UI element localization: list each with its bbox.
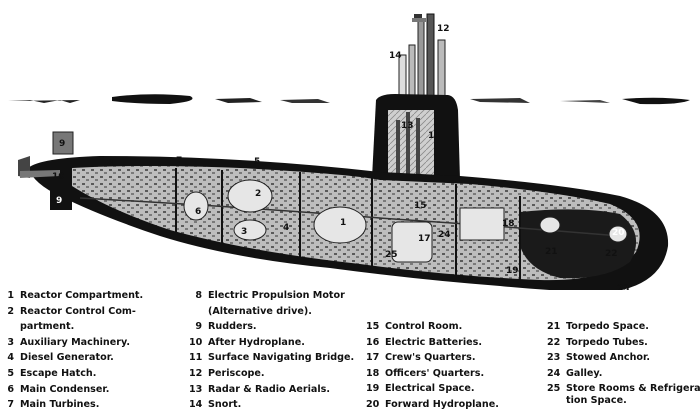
callout-4: 4 <box>283 223 289 233</box>
bulkheads <box>175 168 521 282</box>
callout-9: 9 <box>59 139 65 149</box>
stern-planes <box>18 131 74 210</box>
callout-14: 14 <box>389 51 402 61</box>
masts <box>398 13 446 101</box>
callout-16: 16 <box>461 275 474 285</box>
callout-11: 11 <box>428 131 441 141</box>
callout-17: 17 <box>418 234 431 244</box>
callout-20: 20 <box>612 228 625 238</box>
callout-7: 7 <box>176 156 182 166</box>
callout-8: 8 <box>107 159 113 169</box>
callout-12: 12 <box>437 24 450 34</box>
callout-10: 10 <box>52 172 65 182</box>
callout-2: 2 <box>255 189 261 199</box>
waterline <box>8 94 690 105</box>
callout-6: 6 <box>195 207 201 217</box>
forward-section <box>520 209 637 279</box>
callout-9b: 9 <box>56 196 62 206</box>
callout-18: 18 <box>502 219 515 229</box>
submarine-cutaway-illustration: 1 2 3 4 5 6 7 8 9 9 10 11 12 13 14 15 16… <box>8 13 690 290</box>
callout-19: 19 <box>506 266 519 276</box>
sail-interior <box>388 110 434 176</box>
callout-23: 23 <box>617 284 630 290</box>
callout-13: 13 <box>401 121 414 131</box>
legend-item: (Alternative drive). <box>208 305 312 317</box>
callout-25: 25 <box>385 250 398 260</box>
callout-labels: 1 2 3 4 5 6 7 8 9 9 10 11 12 13 14 15 16… <box>52 24 630 290</box>
callout-21: 21 <box>545 247 558 257</box>
legend-item: partment. <box>20 321 75 333</box>
callout-22: 22 <box>605 249 618 259</box>
legend-item: tion Space. <box>566 395 627 407</box>
callout-3: 3 <box>241 227 247 237</box>
callout-1: 1 <box>340 218 346 228</box>
callout-24: 24 <box>438 230 451 240</box>
callout-15: 15 <box>414 201 427 211</box>
machinery <box>183 179 628 263</box>
callout-5: 5 <box>254 157 260 167</box>
